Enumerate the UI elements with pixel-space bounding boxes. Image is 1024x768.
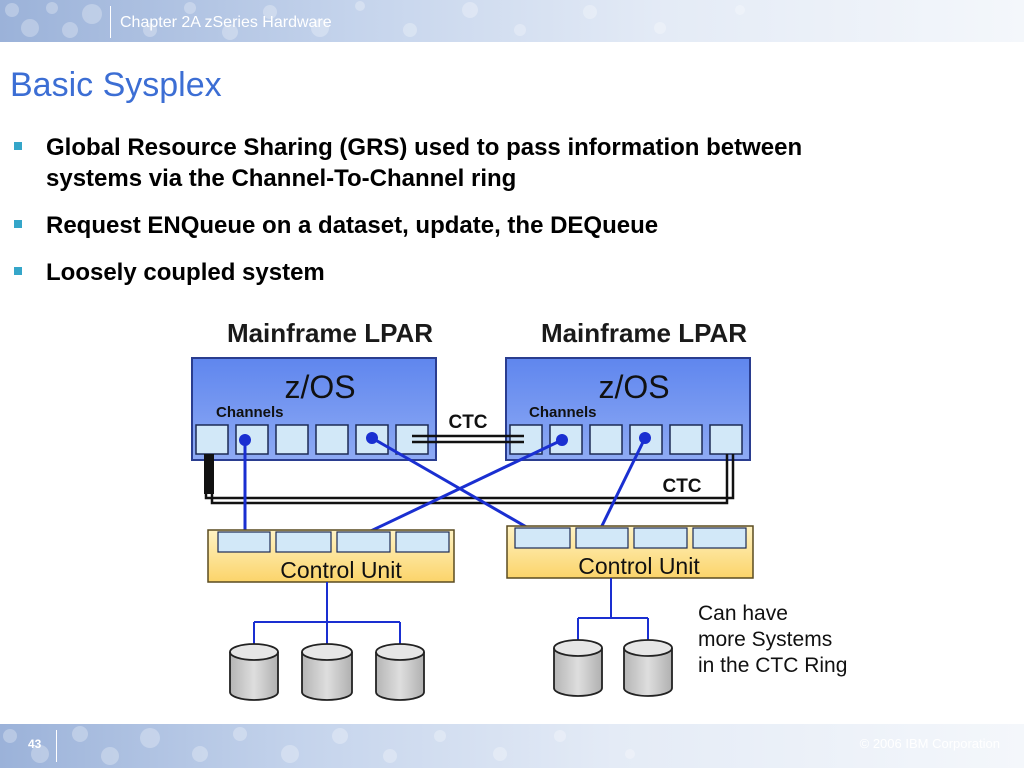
slide-title: Basic Sysplex [10, 66, 222, 104]
bullet-item: Request ENQueue on a dataset, update, th… [14, 210, 974, 241]
channel-port [315, 424, 349, 455]
control-unit-port [336, 531, 391, 553]
zos-left-label: z/OS [284, 369, 355, 405]
lpar-right-heading: Mainframe LPAR [541, 318, 747, 348]
channel-links [243, 436, 647, 540]
bullet-item: Global Resource Sharing (GRS) used to pa… [14, 132, 974, 194]
control-unit-port [692, 527, 747, 549]
channel-port [669, 424, 703, 455]
square-bullet-icon [14, 220, 22, 228]
disk-icon [229, 643, 279, 701]
note-line-3: in the CTC Ring [698, 654, 847, 677]
control-unit-left-label: Control Unit [280, 557, 402, 583]
channel-port [275, 424, 309, 455]
ctc-top-label: CTC [448, 412, 487, 433]
control-unit-port [575, 527, 629, 549]
square-bullet-icon [14, 142, 22, 150]
disk-icon [553, 639, 603, 697]
disk-links [253, 578, 649, 646]
bullet-item: Loosely coupled system [14, 257, 974, 288]
link-endpoint-dot [556, 434, 568, 446]
channel-port [589, 424, 623, 455]
disk-icon [301, 643, 353, 701]
page-number: 43 [28, 737, 42, 751]
disk-icon [623, 639, 673, 697]
bullet-list: Global Resource Sharing (GRS) used to pa… [14, 132, 974, 304]
control-unit-port [514, 527, 571, 549]
note-line-2: more Systems [698, 628, 832, 651]
link-endpoint-dot [239, 434, 251, 446]
ctc-bottom-label: CTC [662, 476, 701, 497]
control-unit-port [395, 531, 450, 553]
channels-left-label: Channels [216, 404, 284, 421]
footer-band [0, 724, 1024, 768]
channel-port [709, 424, 743, 455]
channel-port [509, 424, 543, 455]
control-unit-port [633, 527, 688, 549]
control-unit-right-label: Control Unit [578, 553, 700, 579]
ctc-top-link [412, 434, 524, 444]
bullet-text-continued: systems via the Channel-To-Channel ring [46, 165, 517, 192]
bullet-text: Loosely coupled system [46, 259, 325, 286]
ctc-ring-connector [204, 454, 214, 494]
bullet-text: Request ENQueue on a dataset, update, th… [46, 212, 659, 239]
footer-decoration [3, 726, 635, 765]
square-bullet-icon [14, 267, 22, 275]
channel-port [195, 424, 229, 455]
control-unit-port [217, 531, 271, 553]
chapter-title: Chapter 2A zSeries Hardware [120, 14, 332, 31]
channels-right-label: Channels [529, 404, 597, 421]
header-band [0, 0, 1024, 42]
link-endpoint-dot [639, 432, 651, 444]
bullet-text: Global Resource Sharing (GRS) used to pa… [46, 134, 803, 161]
header-divider [110, 6, 111, 38]
control-unit-port [275, 531, 332, 553]
zos-right-label: z/OS [598, 369, 669, 405]
link-endpoint-dot [366, 432, 378, 444]
disk-icon [375, 643, 425, 701]
copyright-notice: © 2006 IBM Corporation [859, 736, 1000, 751]
header-decoration [5, 1, 745, 40]
note-line-1: Can have [698, 602, 788, 625]
lpar-left-heading: Mainframe LPAR [227, 318, 433, 348]
channel-port [395, 424, 429, 455]
footer-divider [56, 730, 57, 762]
